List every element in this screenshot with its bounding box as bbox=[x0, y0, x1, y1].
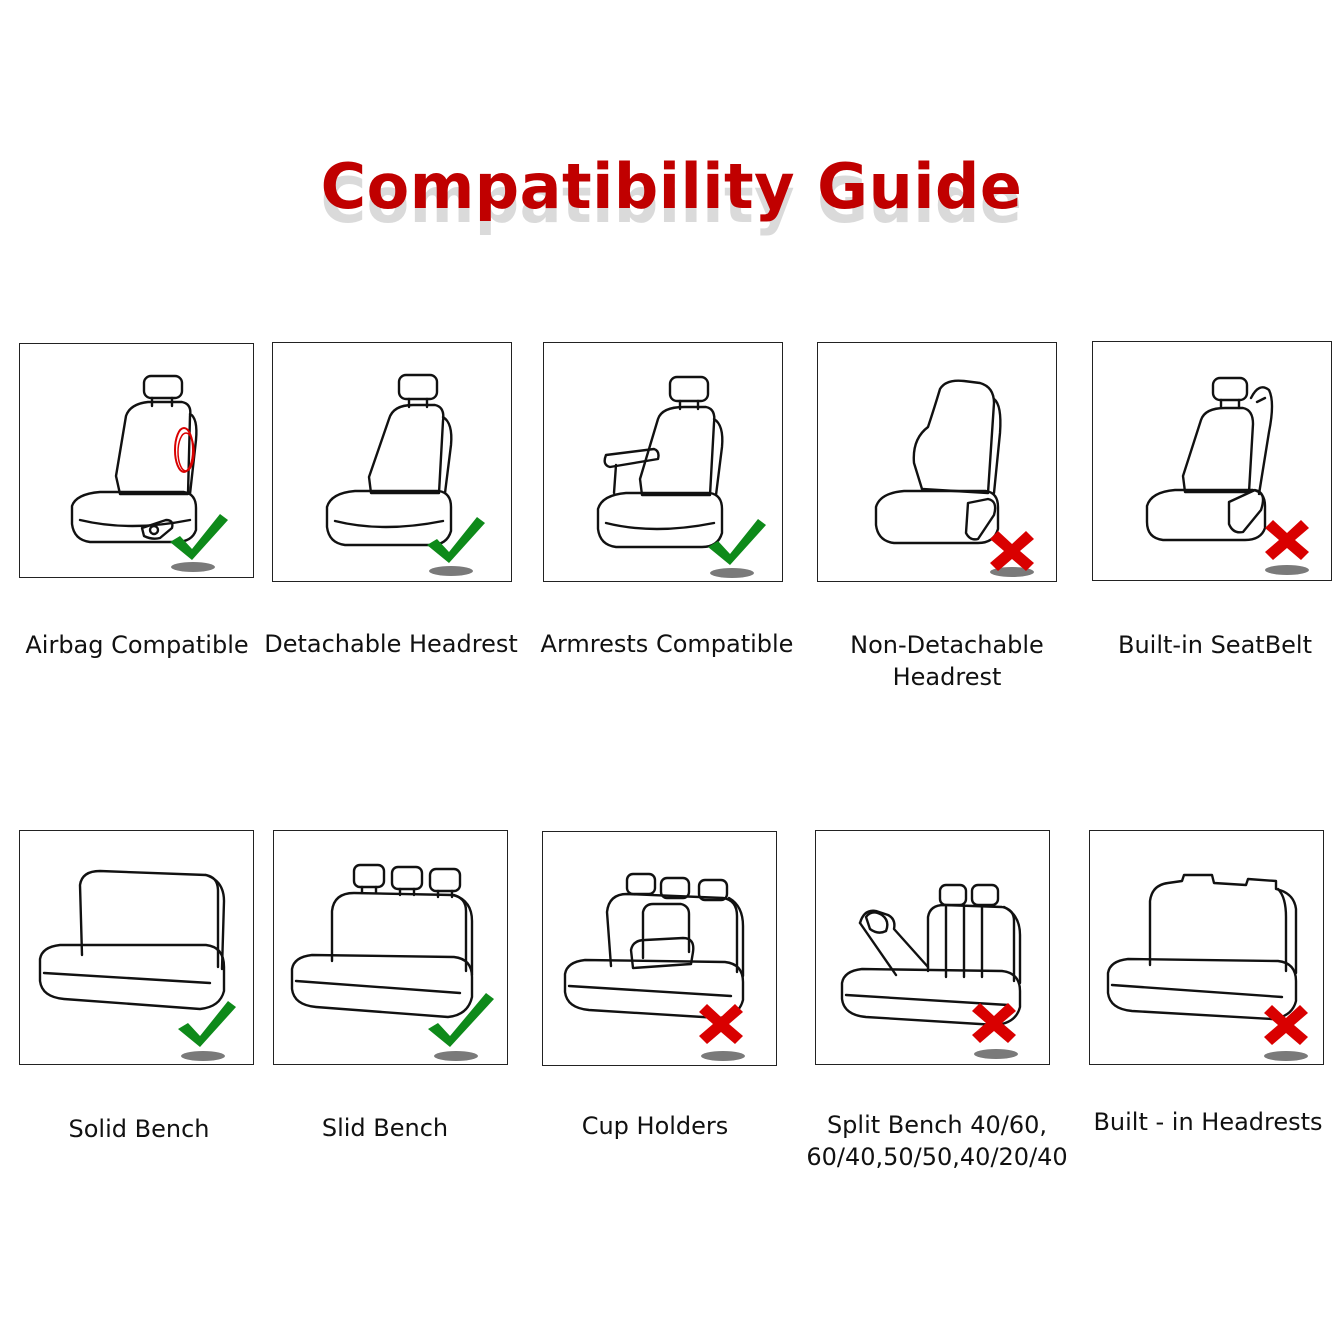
page-title: Compatibility Guide Compatibility Guide bbox=[0, 150, 1343, 237]
status-check-icon bbox=[427, 517, 485, 576]
status-check-icon bbox=[178, 1001, 236, 1061]
label-line: Split Bench 40/60, bbox=[826, 1111, 1048, 1139]
label-line: Built - in Headrests bbox=[1093, 1108, 1323, 1136]
card-split-bench bbox=[815, 830, 1050, 1065]
front-seat-headrest-icon bbox=[325, 373, 453, 547]
card-built-in-seatbelt bbox=[1092, 341, 1332, 581]
label-built-in-seatbelt: Built-in SeatBelt bbox=[1090, 629, 1340, 661]
label-airbag-compatible: Airbag Compatible bbox=[10, 629, 264, 661]
label-armrests-compatible: Armrests Compatible bbox=[534, 628, 800, 660]
label-non-detachable-headrest: Non-Detachable Headrest bbox=[815, 629, 1079, 693]
card-slid-bench bbox=[273, 830, 508, 1065]
label-line: Detachable Headrest bbox=[264, 630, 518, 658]
split-bench-icon bbox=[840, 883, 1022, 1027]
front-seat-armrest-icon bbox=[596, 375, 724, 549]
label-line: Headrest bbox=[892, 663, 1002, 691]
front-seat-airbag-icon bbox=[70, 374, 198, 544]
label-line: Non-Detachable bbox=[850, 631, 1044, 659]
label-line: Slid Bench bbox=[321, 1114, 449, 1142]
label-line: Solid Bench bbox=[68, 1115, 210, 1143]
label-detachable-headrest: Detachable Headrest bbox=[258, 628, 524, 660]
card-armrests-compatible bbox=[543, 342, 783, 582]
bench-cup-holder-icon bbox=[563, 872, 745, 1020]
label-line: Airbag Compatible bbox=[25, 631, 249, 659]
label-built-in-headrests: Built - in Headrests bbox=[1083, 1106, 1333, 1138]
card-cup-holders bbox=[542, 831, 777, 1066]
card-solid-bench bbox=[19, 830, 254, 1065]
label-slid-bench: Slid Bench bbox=[270, 1112, 500, 1144]
label-line: 60/40,50/50,40/20/40 bbox=[806, 1143, 1068, 1171]
card-non-detachable-headrest bbox=[817, 342, 1057, 582]
status-cross-icon bbox=[1264, 1005, 1308, 1061]
status-cross-icon bbox=[1265, 520, 1309, 575]
card-airbag-compatible bbox=[19, 343, 254, 578]
solid-bench-icon bbox=[38, 869, 226, 1011]
label-split-bench: Split Bench 40/60, 60/40,50/50,40/20/40 bbox=[795, 1109, 1079, 1173]
status-cross-icon bbox=[990, 531, 1034, 577]
label-line: Built-in SeatBelt bbox=[1117, 631, 1312, 659]
card-detachable-headrest bbox=[272, 342, 512, 582]
status-cross-icon bbox=[699, 1004, 745, 1061]
label-line: Armrests Compatible bbox=[540, 630, 794, 658]
status-cross-icon bbox=[972, 1003, 1018, 1059]
label-line: Cup Holders bbox=[581, 1112, 729, 1140]
bench-builtin-headrest-icon bbox=[1106, 873, 1298, 1021]
status-check-icon bbox=[170, 514, 228, 572]
title-text: Compatibility Guide bbox=[320, 150, 1023, 223]
bench-headrests-icon bbox=[290, 863, 474, 1019]
front-seat-fixed-headrest-icon bbox=[874, 379, 1002, 545]
status-check-icon bbox=[428, 993, 494, 1061]
card-built-in-headrests bbox=[1089, 830, 1324, 1065]
status-check-icon bbox=[708, 519, 766, 578]
label-solid-bench: Solid Bench bbox=[19, 1113, 259, 1145]
label-cup-holders: Cup Holders bbox=[540, 1110, 770, 1142]
title-shadow: Compatibility Guide bbox=[320, 164, 1023, 237]
